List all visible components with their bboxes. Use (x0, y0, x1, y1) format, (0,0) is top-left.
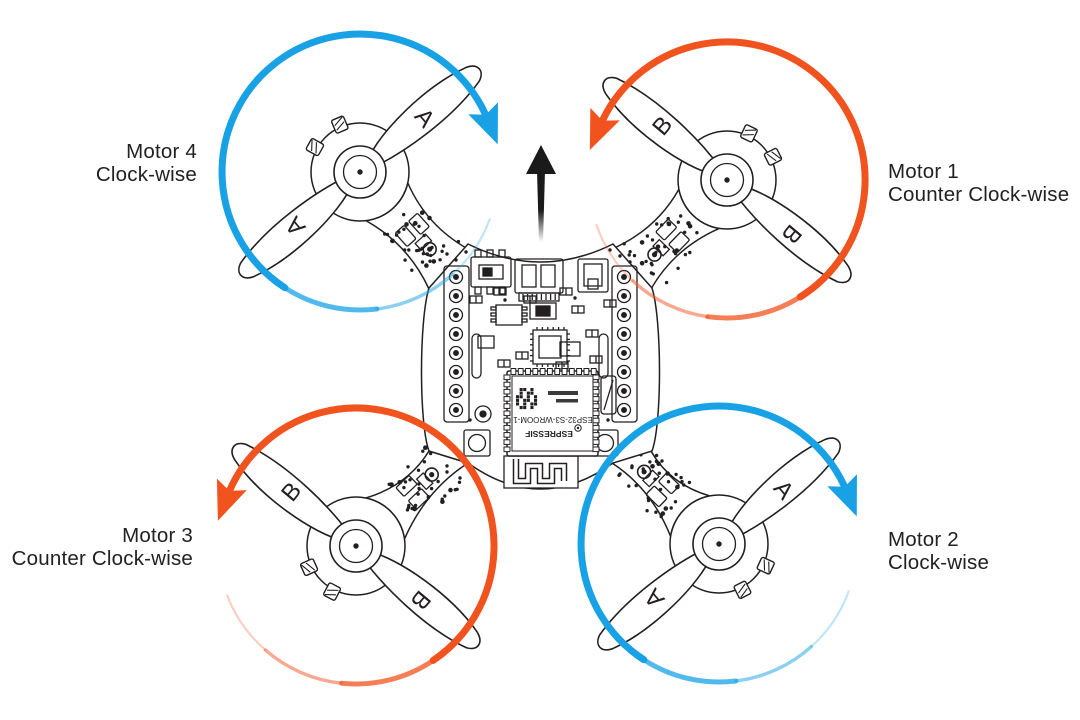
motor-2-label: Motor 2 Clock-wise (888, 528, 989, 574)
motor-3-label: Motor 3 Counter Clock-wise (12, 524, 193, 570)
motor-4-direction: Clock-wise (95, 163, 197, 186)
rotation-arrowhead-icon (216, 478, 247, 521)
rotation-arrowhead-icon (589, 107, 620, 151)
arm-via-dots (383, 210, 461, 272)
rotation-arrowhead-icon (827, 474, 857, 517)
motor-1-direction: Counter Clock-wise (888, 183, 1070, 206)
motor-1-rotation-arrow (589, 38, 869, 321)
motor-3-rotation-arrow (216, 404, 498, 687)
body-outline (420, 243, 661, 490)
motor-4-rotation-arrow (218, 30, 498, 313)
esp-brand: ESPRESSIF (525, 429, 573, 439)
esp-module-name: ESP32-S3-WROOM-1 (513, 415, 593, 424)
forward-direction-arrow (526, 145, 556, 242)
arm-via-dots (387, 445, 462, 512)
qr-code (516, 388, 538, 410)
motor-2-name: Motor 2 (888, 528, 959, 551)
propeller-motor-3: BB (231, 442, 481, 650)
motor-3-direction: Counter Clock-wise (11, 547, 193, 570)
motor-4-label: Motor 4 Clock-wise (96, 140, 197, 186)
pcb-components (443, 248, 638, 480)
arm-pads (641, 469, 680, 507)
motor-3-name: Motor 3 (122, 524, 193, 547)
arm-pads (395, 213, 433, 252)
motor-4-name: Motor 4 (126, 140, 197, 163)
motor-2-rotation-arrow (577, 402, 857, 685)
motor-1-name: Motor 1 (888, 160, 959, 183)
rotation-arrowhead-icon (468, 102, 498, 145)
arm-pads (395, 472, 434, 510)
propeller-motor-1: BB (602, 76, 852, 284)
motor-2-direction: Clock-wise (888, 551, 990, 574)
propeller-motor-2: AA (597, 437, 841, 651)
propeller-motor-4: AA (238, 65, 482, 279)
forward-arrowhead-icon (526, 145, 556, 174)
arm-screw (424, 467, 440, 482)
motor-1-label: Motor 1 Counter Clock-wise (888, 160, 1069, 206)
espressif-logo-icon (574, 424, 582, 432)
arm-via-dots (622, 214, 699, 285)
